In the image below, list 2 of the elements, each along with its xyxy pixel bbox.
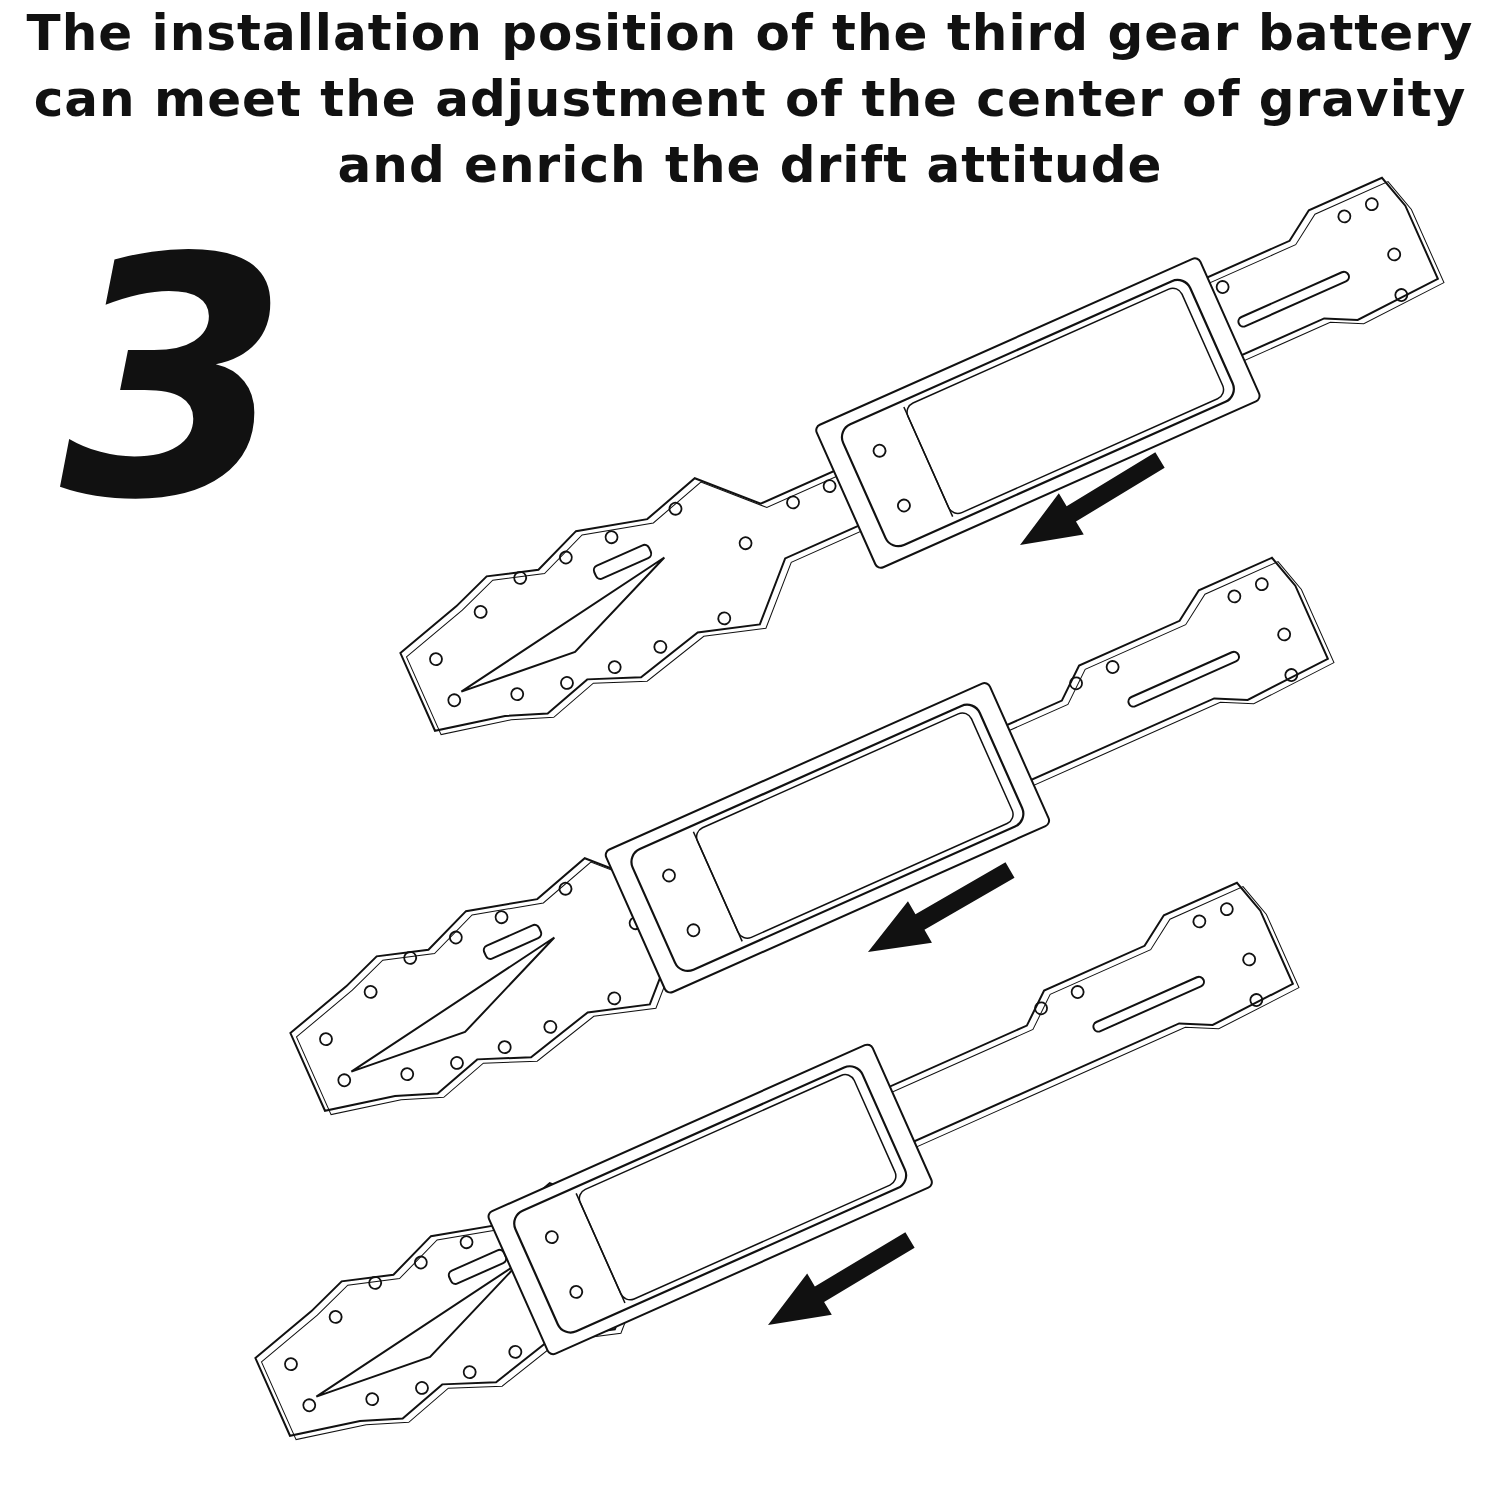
step-number: 3 bbox=[60, 215, 290, 545]
heading: The installation position of the third gear battery can meet the adjustment of the center of gravity and enrich the drift attitude bbox=[25, 3, 1475, 196]
